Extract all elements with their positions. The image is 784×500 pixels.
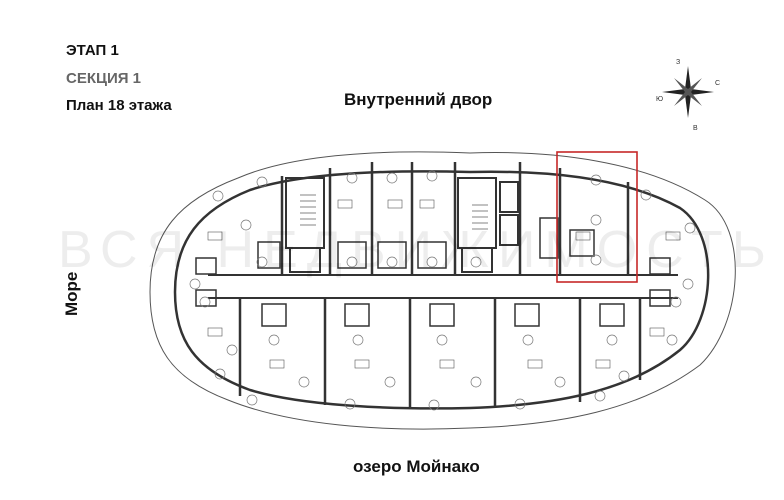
compass-south: В bbox=[693, 125, 698, 132]
stage-label: ЭТАП 1 bbox=[66, 42, 119, 59]
compass-rose: З С В Ю bbox=[656, 59, 720, 132]
section-label: СЕКЦИЯ 1 bbox=[66, 70, 142, 87]
bottom-partitions bbox=[238, 298, 642, 408]
top-partitions bbox=[280, 162, 630, 275]
sea-label: Море bbox=[62, 271, 81, 316]
floor-plan-title: План 18 этажа bbox=[66, 97, 172, 114]
building-inner-outline bbox=[173, 170, 710, 410]
courtyard-label: Внутренний двор bbox=[344, 90, 493, 109]
lake-label: озеро Мойнако bbox=[353, 457, 480, 476]
compass-east: С bbox=[715, 80, 720, 87]
bathroom-blocks bbox=[195, 217, 671, 327]
unit-tags bbox=[207, 199, 681, 369]
compass-west: Ю bbox=[656, 96, 663, 103]
room-markers bbox=[189, 170, 696, 411]
watermark: ВСЯ НЕДВИЖИМОСТЬ bbox=[58, 221, 775, 279]
highlighted-apartment[interactable] bbox=[556, 151, 638, 283]
stair-cores bbox=[285, 177, 519, 273]
stair-treads bbox=[300, 194, 488, 230]
building-outline bbox=[149, 151, 736, 430]
compass-north: З bbox=[676, 59, 680, 66]
